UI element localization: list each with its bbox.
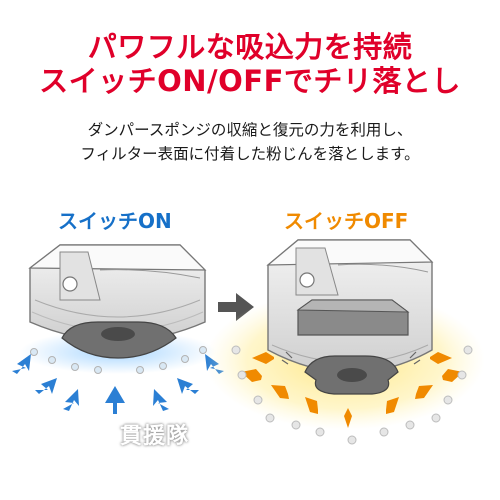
- arrow-icon: [153, 389, 169, 411]
- arrow-icon: [430, 352, 452, 364]
- dust-particles: [30, 346, 207, 374]
- switch-off-illustration: [205, 239, 485, 445]
- arrow-icon: [305, 397, 318, 414]
- arrow-icon: [177, 378, 199, 394]
- housing-dial-icon: [299, 272, 315, 288]
- dust-particles: [231, 345, 473, 445]
- headline-line-2: スイッチON/OFFでチリ落とし: [39, 64, 461, 98]
- arrow-icon: [252, 352, 274, 364]
- arrow-icon: [63, 389, 79, 411]
- arrow-icon: [241, 369, 262, 382]
- suction-arrows: [12, 354, 224, 414]
- switch-on-label: スイッチON: [58, 209, 172, 233]
- switch-on-illustration: [12, 244, 224, 414]
- illustration: [12, 239, 485, 445]
- switch-off-label: スイッチOFF: [284, 209, 409, 233]
- description-line-1: ダンパースポンジの収縮と復元の力を利用し、: [87, 121, 413, 139]
- watermark-text: 貫援隊: [120, 424, 190, 449]
- arrow-icon: [35, 378, 57, 394]
- dust-release-arrows: [241, 352, 463, 428]
- arrow-icon: [442, 369, 463, 382]
- arrow-icon: [344, 408, 352, 428]
- headline-line-1: パワフルな吸込力を持続: [87, 30, 413, 64]
- arrow-icon: [386, 397, 399, 414]
- housing-dial-icon: [62, 276, 78, 292]
- vibration-lines: [281, 351, 421, 365]
- description-line-2: フィルター表面に付着した粉じんを落とします。: [80, 145, 420, 163]
- arrow-icon: [415, 385, 433, 399]
- arrow-icon: [12, 354, 31, 374]
- arrow-icon: [105, 386, 125, 414]
- arrow-icon: [271, 385, 289, 399]
